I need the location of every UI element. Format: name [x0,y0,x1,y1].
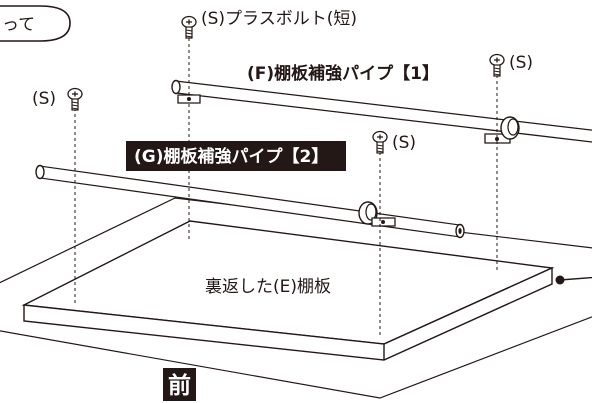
screw-pipe-g-label: (S) [392,133,416,153]
alignment-lines [74,38,498,338]
phillips-bolt-icon [181,15,197,39]
front-marker: 前 [163,368,196,401]
leader-dot-icon [555,275,592,285]
shelf-label: 裏返した(E)棚板 [205,276,331,297]
phillips-bolt-icon [372,130,388,154]
callout-box: って [0,5,71,42]
phillips-bolt-icon [67,87,83,111]
phillips-bolt-icon [489,53,505,77]
floor-plane [0,197,592,399]
pipe-g [35,164,465,239]
pipe-g-label: (G)棚板補強パイプ【2】 [134,146,328,167]
screw-pipe-f-label: (S) [509,53,533,73]
pipe-g-label-box: (G)棚板補強パイプ【2】 [126,141,346,171]
callout-text: って [2,15,35,35]
pipe-f-label: (F)棚板補強パイプ【1】 [247,63,439,84]
pipe-bracket-icon [358,201,396,227]
shelf-board-edge [23,266,553,361]
screw-left-label: (S) [32,89,56,109]
pipe-bracket-icon [484,116,520,144]
screw-main-label: (S)プラスボルト(短) [201,9,357,29]
front-label: 前 [168,372,191,399]
pipe-f [171,79,592,143]
